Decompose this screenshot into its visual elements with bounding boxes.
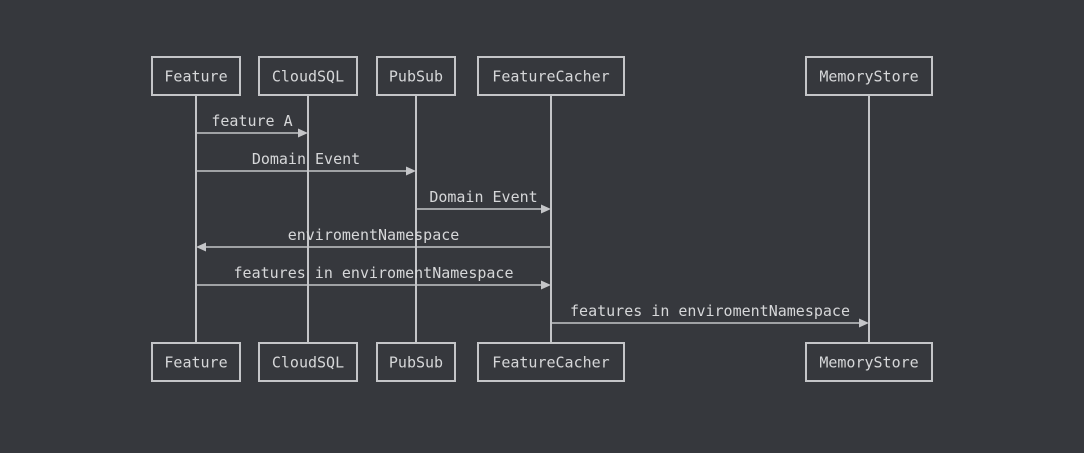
arrowhead bbox=[859, 318, 869, 328]
actor-box bbox=[258, 342, 358, 382]
actor-box bbox=[258, 56, 358, 96]
message-label: Domain Event bbox=[429, 188, 537, 206]
actor-label: FeatureCacher bbox=[492, 354, 609, 372]
actor-bottom-memorystore: MemoryStore bbox=[805, 342, 933, 382]
arrowhead bbox=[541, 204, 551, 214]
actor-box bbox=[151, 56, 241, 96]
actor-top-pubsub: PubSub bbox=[376, 56, 456, 96]
arrowhead bbox=[541, 280, 551, 290]
message-5: features in enviromentNamespace bbox=[196, 264, 551, 290]
message-2: Domain Event bbox=[196, 150, 416, 176]
arrowhead bbox=[298, 128, 308, 138]
arrowhead bbox=[406, 166, 416, 176]
actor-box bbox=[805, 342, 933, 382]
message-3: Domain Event bbox=[416, 188, 551, 214]
message-1: feature A bbox=[196, 112, 308, 138]
actor-top-cloudsql: CloudSQL bbox=[258, 56, 358, 96]
actor-bottom-feature: Feature bbox=[151, 342, 241, 382]
message-4: enviromentNamespace bbox=[196, 226, 551, 252]
actor-box bbox=[376, 56, 456, 96]
message-label: enviromentNamespace bbox=[288, 226, 460, 244]
message-6: features in enviromentNamespace bbox=[551, 302, 869, 328]
actor-top-memorystore: MemoryStore bbox=[805, 56, 933, 96]
actor-label: MemoryStore bbox=[819, 68, 918, 86]
message-label: features in enviromentNamespace bbox=[234, 264, 514, 282]
actor-box bbox=[151, 342, 241, 382]
actor-bottom-featurecacher: FeatureCacher bbox=[477, 342, 625, 382]
message-label: Domain Event bbox=[252, 150, 360, 168]
actor-bottom-cloudsql: CloudSQL bbox=[258, 342, 358, 382]
actor-top-featurecacher: FeatureCacher bbox=[477, 56, 625, 96]
message-label: features in enviromentNamespace bbox=[570, 302, 850, 320]
actor-label: PubSub bbox=[389, 68, 443, 86]
actor-bottom-pubsub: PubSub bbox=[376, 342, 456, 382]
actor-label: Feature bbox=[164, 68, 227, 86]
actor-label: FeatureCacher bbox=[492, 68, 609, 86]
actor-label: MemoryStore bbox=[819, 354, 918, 372]
message-label: feature A bbox=[211, 112, 292, 130]
actor-label: Feature bbox=[164, 354, 227, 372]
actor-top-feature: Feature bbox=[151, 56, 241, 96]
actor-box bbox=[477, 56, 625, 96]
actor-box bbox=[805, 56, 933, 96]
arrowhead bbox=[196, 242, 206, 252]
actor-box bbox=[376, 342, 456, 382]
actor-label: PubSub bbox=[389, 354, 443, 372]
actor-box bbox=[477, 342, 625, 382]
actor-label: CloudSQL bbox=[272, 68, 344, 86]
actor-label: CloudSQL bbox=[272, 354, 344, 372]
